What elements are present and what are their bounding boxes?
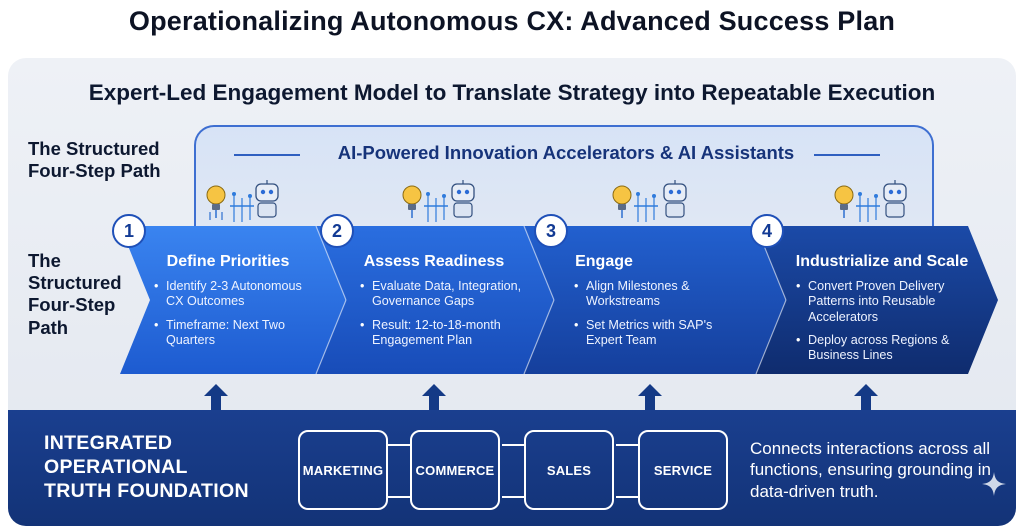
innovation-connector-right	[814, 154, 880, 156]
side-label-top-line: Four-Step Path	[28, 160, 161, 182]
function-link	[616, 444, 638, 446]
side-label-left-line: Four-Step	[28, 294, 116, 316]
up-arrow-icon	[422, 384, 446, 410]
step-bullet: Timeframe: Next Two Quarters	[154, 318, 320, 349]
function-box-sales: SALES	[524, 430, 614, 510]
circuit-icon	[856, 192, 880, 222]
side-label-left-line: Path	[28, 316, 69, 338]
foundation-title: INTEGRATED OPERATIONAL TRUTH FOUNDATION	[44, 432, 249, 504]
side-label-top-line: The Structured	[28, 138, 160, 159]
circuit-icon	[230, 192, 254, 222]
up-arrow-icon	[854, 384, 878, 410]
function-link	[502, 496, 524, 498]
lightbulb-icon	[612, 185, 632, 218]
up-arrow-icon	[204, 384, 228, 410]
foundation-band	[8, 410, 1016, 526]
function-box-service: SERVICE	[638, 430, 728, 510]
step-number-1: 1	[112, 214, 146, 248]
step-bullet: Identify 2-3 Autonomous CX Outcomes	[154, 279, 320, 310]
step-bullet: Result: 12-to-18-month Engagement Plan	[360, 318, 538, 349]
side-label-top: The Structured Four-Step Path	[28, 138, 161, 182]
side-label-left-line: The	[28, 250, 61, 271]
page-title: Operationalizing Autonomous CX: Advanced…	[128, 6, 896, 36]
robot-icon	[451, 180, 475, 218]
step-title-3: Engage	[575, 253, 633, 270]
lightbulb-icon	[834, 185, 854, 218]
step-bullets-2: Evaluate Data, Integration, Governance G…	[360, 279, 538, 356]
function-box-marketing: MARKETING	[298, 430, 388, 510]
step-title-2: Assess Readiness	[363, 253, 505, 270]
circuit-icon	[424, 192, 448, 222]
side-label-left-line: Structured	[28, 272, 122, 294]
innovation-label: AI-Powered Innovation Accelerators & AI …	[337, 142, 795, 163]
step-bullets-3: Align Milestones & Workstreams Set Metri…	[574, 279, 744, 356]
side-label-left: The Structured Four-Step Path	[28, 250, 138, 339]
diagram-panel: Expert-Led Engagement Model to Translate…	[8, 58, 1016, 526]
step-bullet: Align Milestones & Workstreams	[574, 279, 744, 310]
up-arrow-icon	[638, 384, 662, 410]
foundation-title-line: OPERATIONAL	[44, 455, 188, 478]
step-bullet: Evaluate Data, Integration, Governance G…	[360, 279, 538, 310]
diagram-subtitle: Expert-Led Engagement Model to Translate…	[88, 80, 936, 105]
function-link	[388, 444, 410, 446]
step-bullets-1: Identify 2-3 Autonomous CX Outcomes Time…	[154, 279, 320, 356]
foundation-title-line: INTEGRATED	[44, 432, 173, 454]
step-number-2: 2	[320, 214, 354, 248]
step-title-4: Industrialize and Scale	[795, 253, 969, 270]
robot-icon	[883, 180, 907, 218]
sparkle-icon	[982, 472, 1006, 496]
circuit-icon	[634, 192, 658, 222]
step-bullet: Deploy across Regions & Business Lines	[796, 333, 966, 364]
foundation-title-line: TRUTH FOUNDATION	[44, 479, 249, 502]
step-number-3: 3	[534, 214, 568, 248]
function-box-commerce: COMMERCE	[410, 430, 500, 510]
lightbulb-icon	[206, 185, 226, 220]
function-link	[616, 496, 638, 498]
step-bullet: Set Metrics with SAP's Expert Team	[574, 318, 744, 349]
lightbulb-icon	[402, 185, 422, 218]
foundation-description: Connects interactions across all functio…	[750, 439, 991, 501]
robot-icon	[255, 180, 279, 218]
function-link	[388, 496, 410, 498]
step-bullet: Convert Proven Delivery Patterns into Re…	[796, 279, 966, 325]
step-bullets-4: Convert Proven Delivery Patterns into Re…	[796, 279, 966, 372]
step-number-4: 4	[750, 214, 784, 248]
robot-icon	[663, 180, 687, 218]
innovation-connector-left	[234, 154, 300, 156]
step-title-1: Define Priorities	[166, 253, 290, 270]
function-link	[502, 444, 524, 446]
